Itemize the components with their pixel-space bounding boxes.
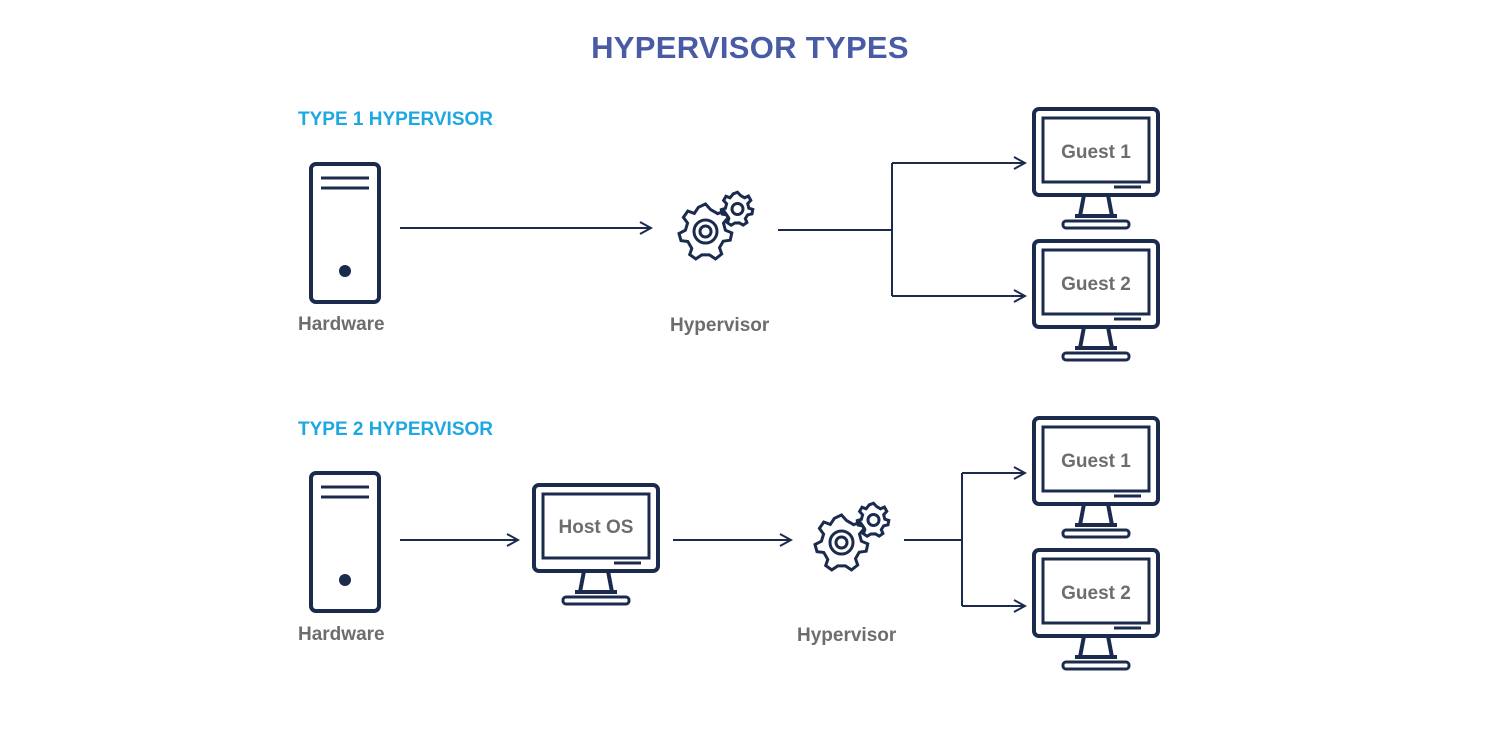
type1-guest2-label: Guest 2 xyxy=(1061,274,1131,295)
type2-guest1-label: Guest 1 xyxy=(1061,451,1131,472)
type2-guest2-label: Guest 2 xyxy=(1061,583,1131,604)
type2-host-label: Host OS xyxy=(558,517,634,538)
type1-guest1-label: Guest 1 xyxy=(1061,142,1131,163)
type2-hardware-label: Hardware xyxy=(298,624,385,645)
type1-hypervisor-label: Hypervisor xyxy=(670,315,770,336)
type1-hardware-label: Hardware xyxy=(298,314,385,335)
type2-guest2-monitor-icon xyxy=(1032,548,1160,671)
type2-gears-icon xyxy=(813,501,891,572)
type2-heading: TYPE 2 HYPERVISOR xyxy=(298,419,493,440)
type1-guest1-monitor-icon xyxy=(1032,107,1160,230)
type1-heading: TYPE 1 HYPERVISOR xyxy=(298,109,493,130)
type1-hardware-icon xyxy=(309,162,381,304)
type2-hypervisor-label: Hypervisor xyxy=(797,625,897,646)
type2-host-monitor-icon xyxy=(532,483,660,606)
diagram-title: HYPERVISOR TYPES xyxy=(591,30,909,65)
type2-hardware-icon xyxy=(309,471,381,613)
type1-gears-icon xyxy=(677,190,755,261)
type2-guest1-monitor-icon xyxy=(1032,416,1160,539)
type1-guest2-monitor-icon xyxy=(1032,239,1160,362)
